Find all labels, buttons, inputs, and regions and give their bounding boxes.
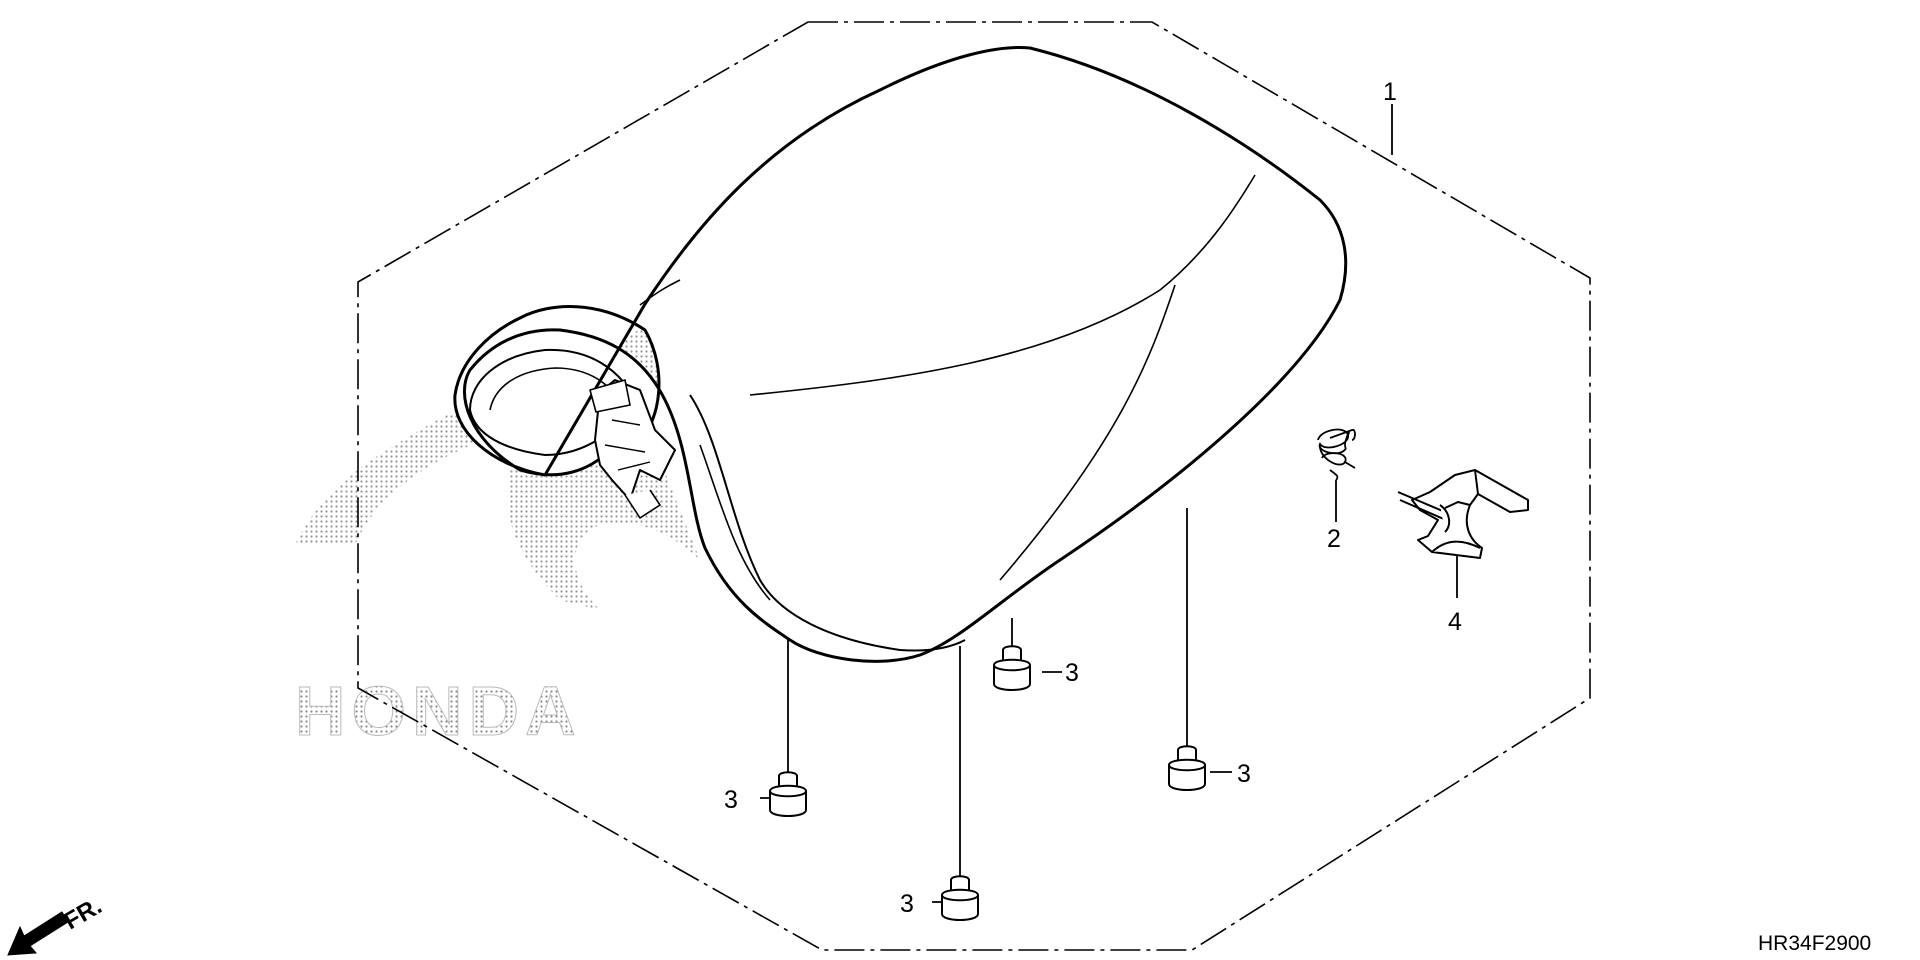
seat-outline (453, 46, 1348, 663)
callout-seat: 1 (1383, 78, 1397, 106)
cushion-parts (769, 645, 1206, 921)
front-marker-label: FR. (60, 892, 107, 935)
honda-watermark-text: HONDA (295, 672, 582, 750)
callout-cushion-left: 3 (724, 786, 738, 814)
callout-cushion-bottom: 3 (900, 890, 914, 918)
cushion-left (769, 771, 807, 817)
callout-hook: 4 (1448, 608, 1462, 636)
callout-cushion-right: 3 (1237, 760, 1251, 788)
cushion-top (993, 645, 1031, 691)
cushion-right (1168, 745, 1206, 791)
callout-spring: 2 (1327, 525, 1341, 553)
spring-part (1317, 428, 1356, 481)
hook-part (1397, 469, 1529, 559)
drawing-code: HR34F2900 (1758, 932, 1871, 955)
seat-assembly (453, 46, 1348, 663)
cushion-bottom (941, 875, 979, 921)
callout-cushion-top: 3 (1065, 659, 1079, 687)
front-arrow-icon (7, 911, 69, 956)
assembly-boundary (357, 21, 1591, 951)
